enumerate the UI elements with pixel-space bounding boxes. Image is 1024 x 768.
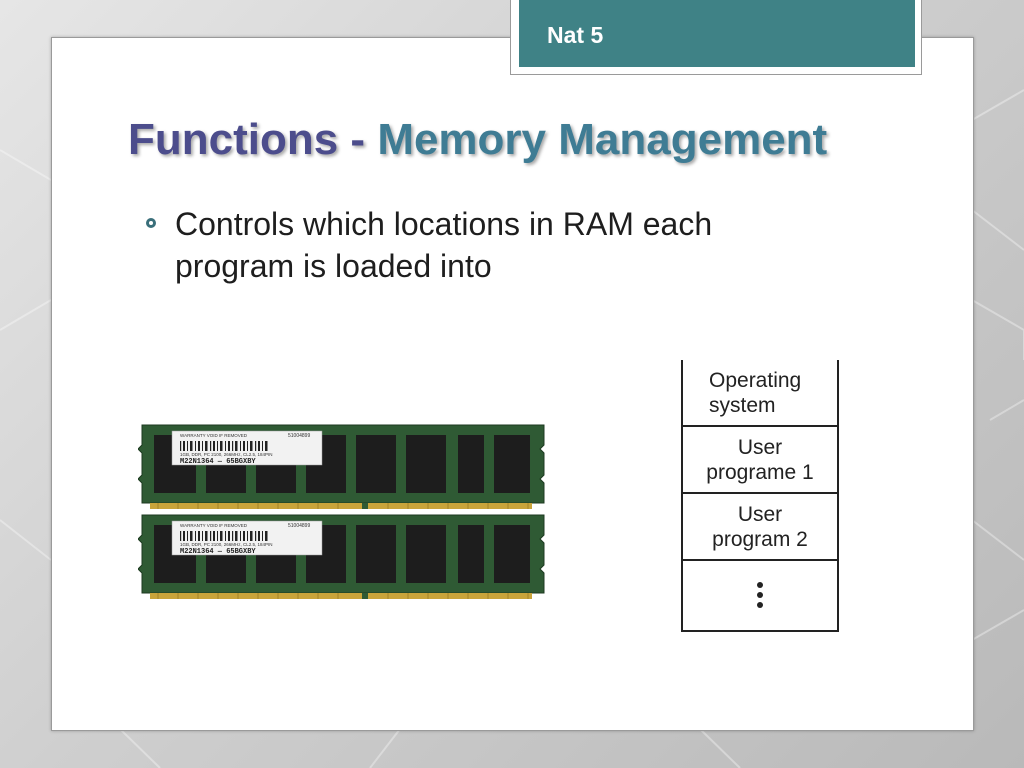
level-badge: Nat 5 bbox=[519, 0, 915, 67]
ram-label-spec: 1GB, DDR, PC 2100, 266MHz, CL2.5, 184PIN bbox=[180, 452, 273, 457]
bullet-item: Controls which locations in RAM each pro… bbox=[145, 203, 835, 287]
ram-label-serial: 51004899 bbox=[288, 523, 310, 529]
memory-map-user-program-1: User programe 1 bbox=[683, 427, 837, 494]
ram-label-spec: 1GB, DDR, PC 2100, 266MHz, CL2.5, 184PIN bbox=[180, 542, 273, 547]
ram-modules-image: WARRANTY VOID IF REMOVED 51004899 1GB, D… bbox=[138, 424, 545, 599]
bullet-text: Controls which locations in RAM each pro… bbox=[175, 206, 713, 284]
title-part-memory-management: Memory Management bbox=[377, 115, 828, 164]
bullet-circle-icon bbox=[146, 218, 156, 228]
title-part-functions: Functions - bbox=[128, 115, 378, 164]
level-badge-label: Nat 5 bbox=[547, 22, 604, 48]
ram-label-warranty: WARRANTY VOID IF REMOVED bbox=[180, 523, 248, 528]
ram-label-part: M22N1364 — 65BGXBY bbox=[180, 458, 256, 466]
ram-module-1: WARRANTY VOID IF REMOVED 51004899 1GB, D… bbox=[138, 424, 545, 509]
memory-map-diagram: Operating system User programe 1 User pr… bbox=[681, 360, 839, 632]
ram-label-part: M22N1364 — 65BGXBY bbox=[180, 548, 256, 556]
ram-module-2: WARRANTY VOID IF REMOVED 51004899 1GB, D… bbox=[138, 514, 545, 599]
bullet-list: Controls which locations in RAM each pro… bbox=[145, 203, 835, 287]
memory-map-os: Operating system bbox=[683, 360, 837, 427]
ram-label-warranty: WARRANTY VOID IF REMOVED bbox=[180, 433, 248, 438]
memory-map-more bbox=[683, 561, 837, 629]
ram-label-serial: 51004899 bbox=[288, 433, 310, 439]
ellipsis-vertical-icon bbox=[757, 582, 763, 608]
slide-title: Functions - Memory Management bbox=[128, 115, 827, 165]
memory-map-user-program-2: User program 2 bbox=[683, 494, 837, 561]
